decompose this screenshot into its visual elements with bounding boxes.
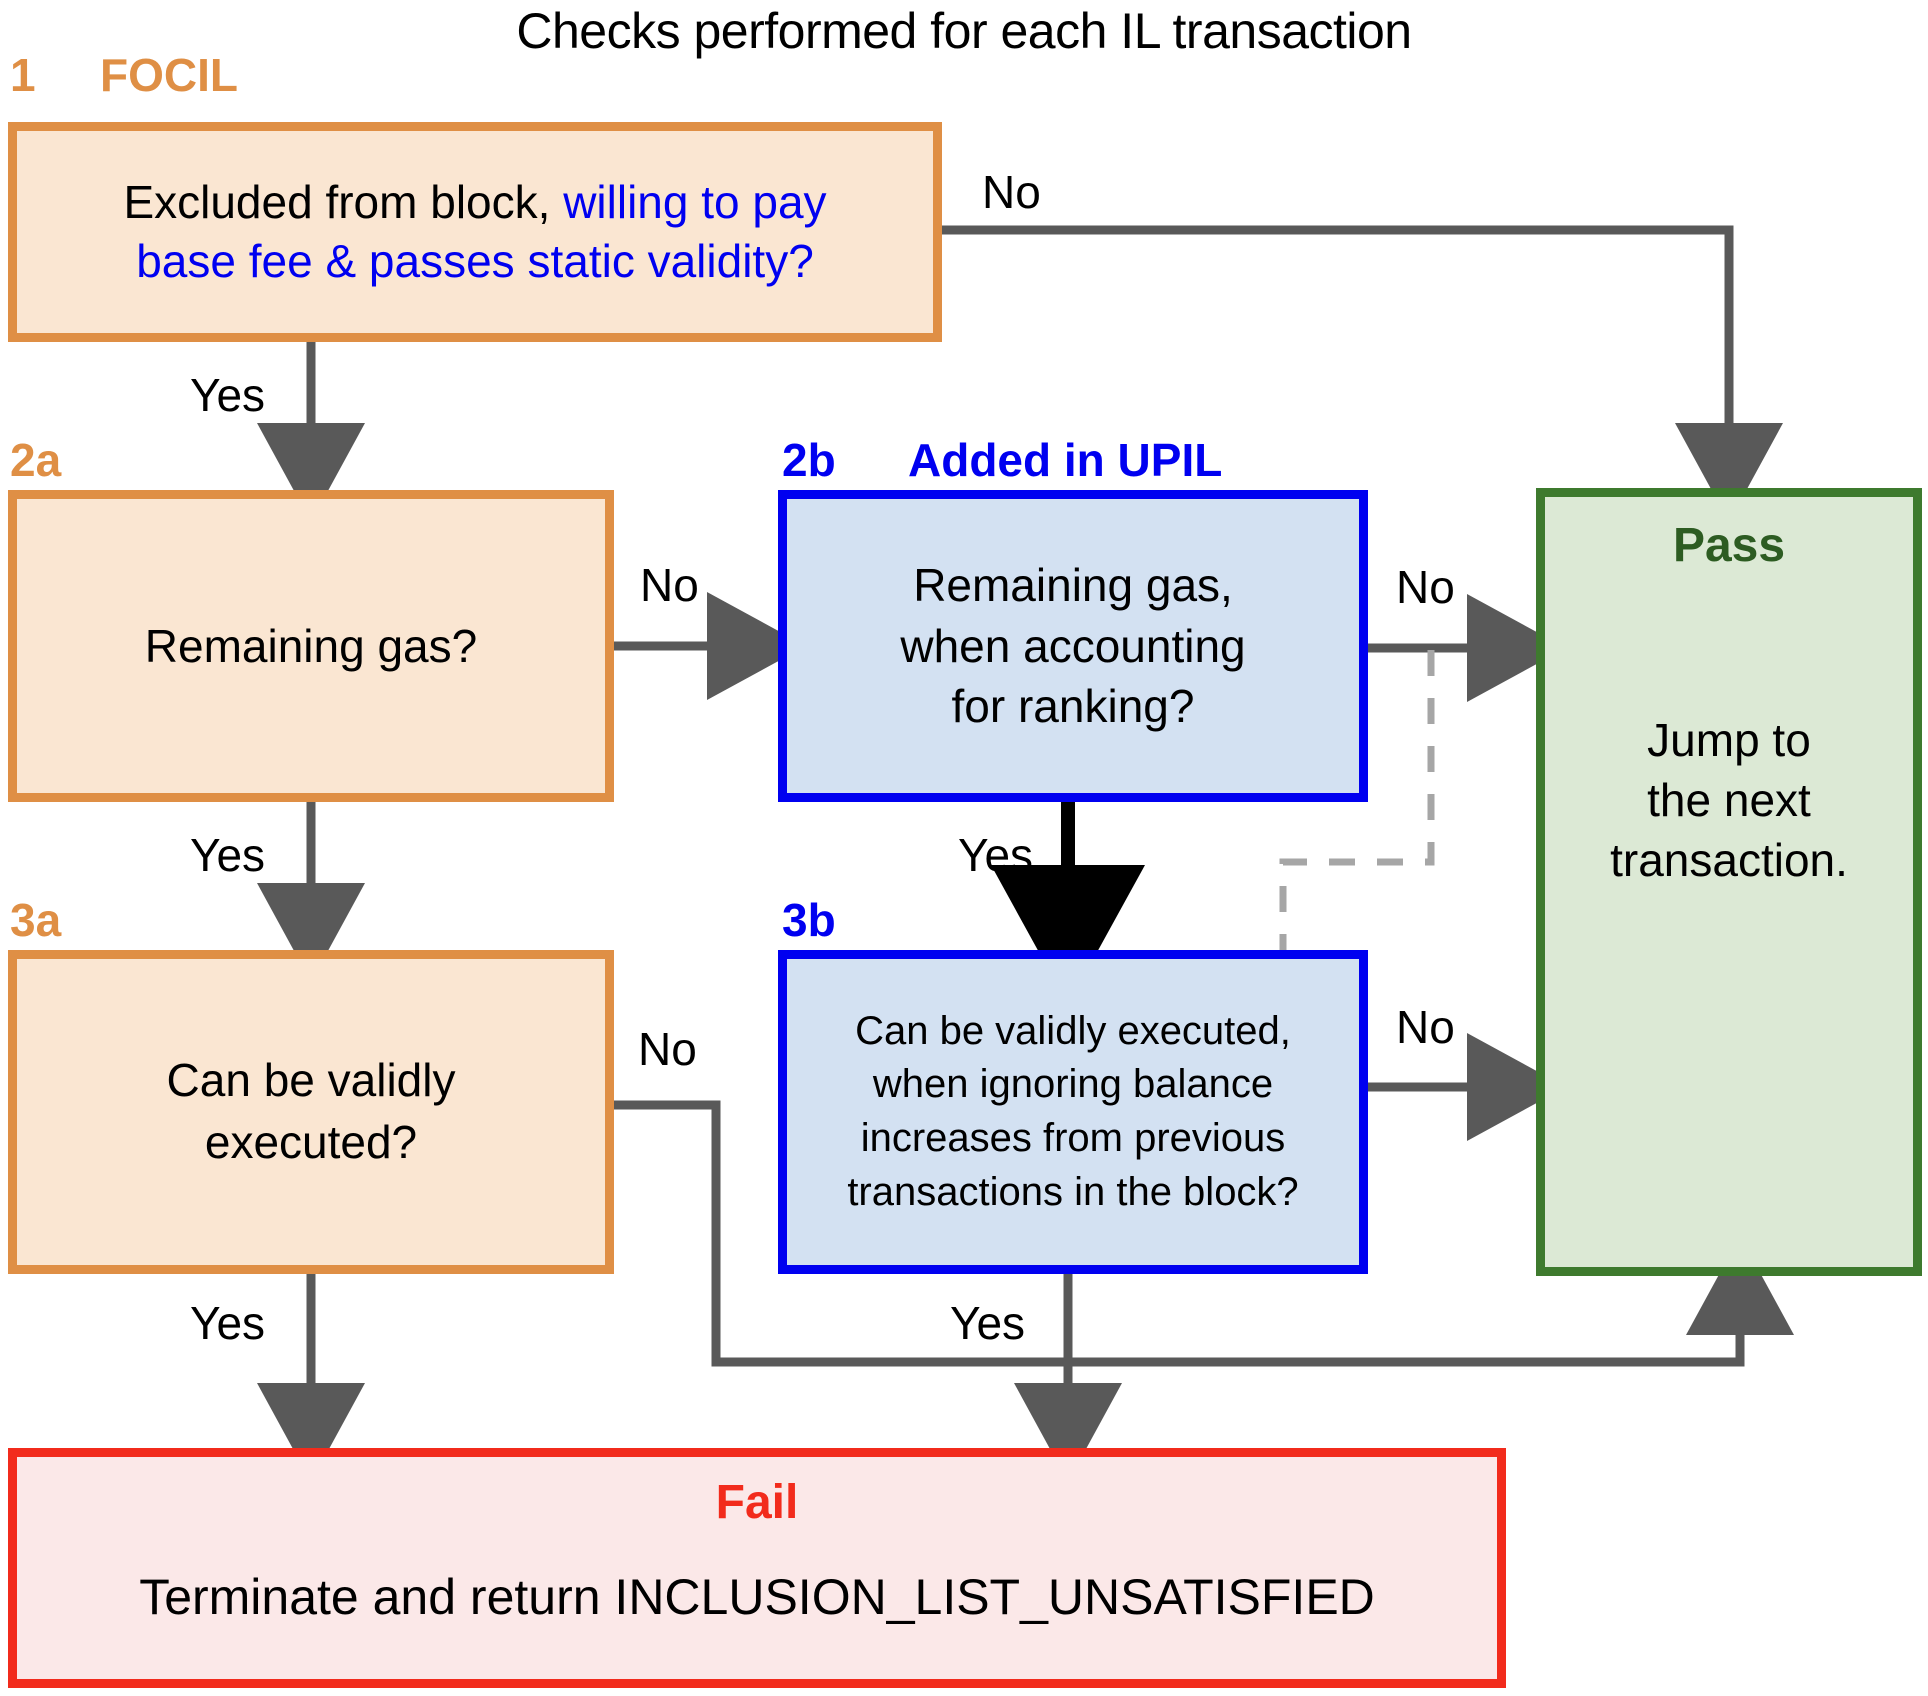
edge-label-3a-yes: Yes — [190, 1297, 266, 1349]
node-tag-2a: 2a — [10, 434, 62, 486]
node-3a-line-1: Can be validly — [166, 1054, 456, 1107]
edge-label-2a-yes: Yes — [190, 829, 266, 881]
node-1-line-1-black: Excluded from block, — [123, 176, 564, 229]
page-title: Checks performed for each IL transaction — [516, 3, 1412, 59]
fail-title: Fail — [715, 1476, 799, 1529]
node-fail[interactable]: Fail Terminate and return INCLUSION_LIST… — [8, 1448, 1506, 1688]
edge-label-1-no: No — [982, 166, 1041, 218]
node-1-line-2: base fee & passes static validity? — [136, 235, 814, 287]
edge-label-3b-no: No — [1396, 1001, 1455, 1053]
edge-label-2b-no: No — [1396, 561, 1455, 613]
pass-body: Jump to the next transaction. — [1610, 711, 1848, 890]
node-2b-line-2: when accounting — [900, 619, 1246, 672]
node-3b-line-4: transactions in the block? — [847, 1169, 1299, 1214]
node-1-line-1-blue: willing to pay — [563, 176, 827, 229]
node-group-label-focil: FOCIL — [100, 49, 238, 101]
pass-line-3: transaction. — [1610, 833, 1848, 886]
node-2a-text: Remaining gas? — [144, 620, 478, 672]
edge-label-3a-no: No — [638, 1023, 697, 1075]
node-validly-executed-ignoring-balance[interactable]: Can be validly executed, when ignoring b… — [778, 950, 1368, 1274]
node-1-line-1: Excluded from block, willing to pay — [123, 173, 826, 232]
node-group-label-upil: Added in UPIL — [908, 434, 1223, 486]
node-remaining-gas-ranking[interactable]: Remaining gas, when accounting for ranki… — [778, 490, 1368, 802]
edge-label-1-yes: Yes — [190, 369, 266, 421]
pass-line-2: the next — [1647, 774, 1811, 827]
node-validly-executed[interactable]: Can be validly executed? — [8, 950, 614, 1274]
node-2b-line-1: Remaining gas, — [913, 558, 1233, 611]
edge-label-2a-no: No — [640, 559, 699, 611]
pass-title: Pass — [1672, 519, 1786, 572]
node-3b-line-1: Can be validly executed, — [855, 1008, 1291, 1053]
pass-line-1: Jump to — [1647, 714, 1811, 767]
node-3b-line-3: increases from previous — [860, 1116, 1286, 1160]
node-remaining-gas[interactable]: Remaining gas? — [8, 490, 614, 802]
node-tag-3b: 3b — [782, 894, 836, 946]
node-pass[interactable]: Pass Jump to the next transaction. — [1536, 488, 1922, 1276]
edge-label-2b-yes: Yes — [958, 829, 1034, 881]
node-3a-line-2: executed? — [204, 1116, 418, 1168]
node-3b-line-2: when ignoring balance — [872, 1062, 1274, 1107]
edge-label-3b-yes: Yes — [950, 1297, 1026, 1349]
node-tag-3a: 3a — [10, 894, 62, 946]
node-tag-1: 1 — [10, 49, 36, 101]
node-2b-line-3: for ranking? — [951, 680, 1195, 733]
node-tag-2b: 2b — [782, 434, 836, 486]
node-focil-exclusion-check[interactable]: Excluded from block, willing to pay base… — [8, 122, 942, 342]
fail-body: Terminate and return INCLUSION_LIST_UNSA… — [139, 1569, 1375, 1625]
edge-1-no-to-pass — [942, 225, 1783, 522]
